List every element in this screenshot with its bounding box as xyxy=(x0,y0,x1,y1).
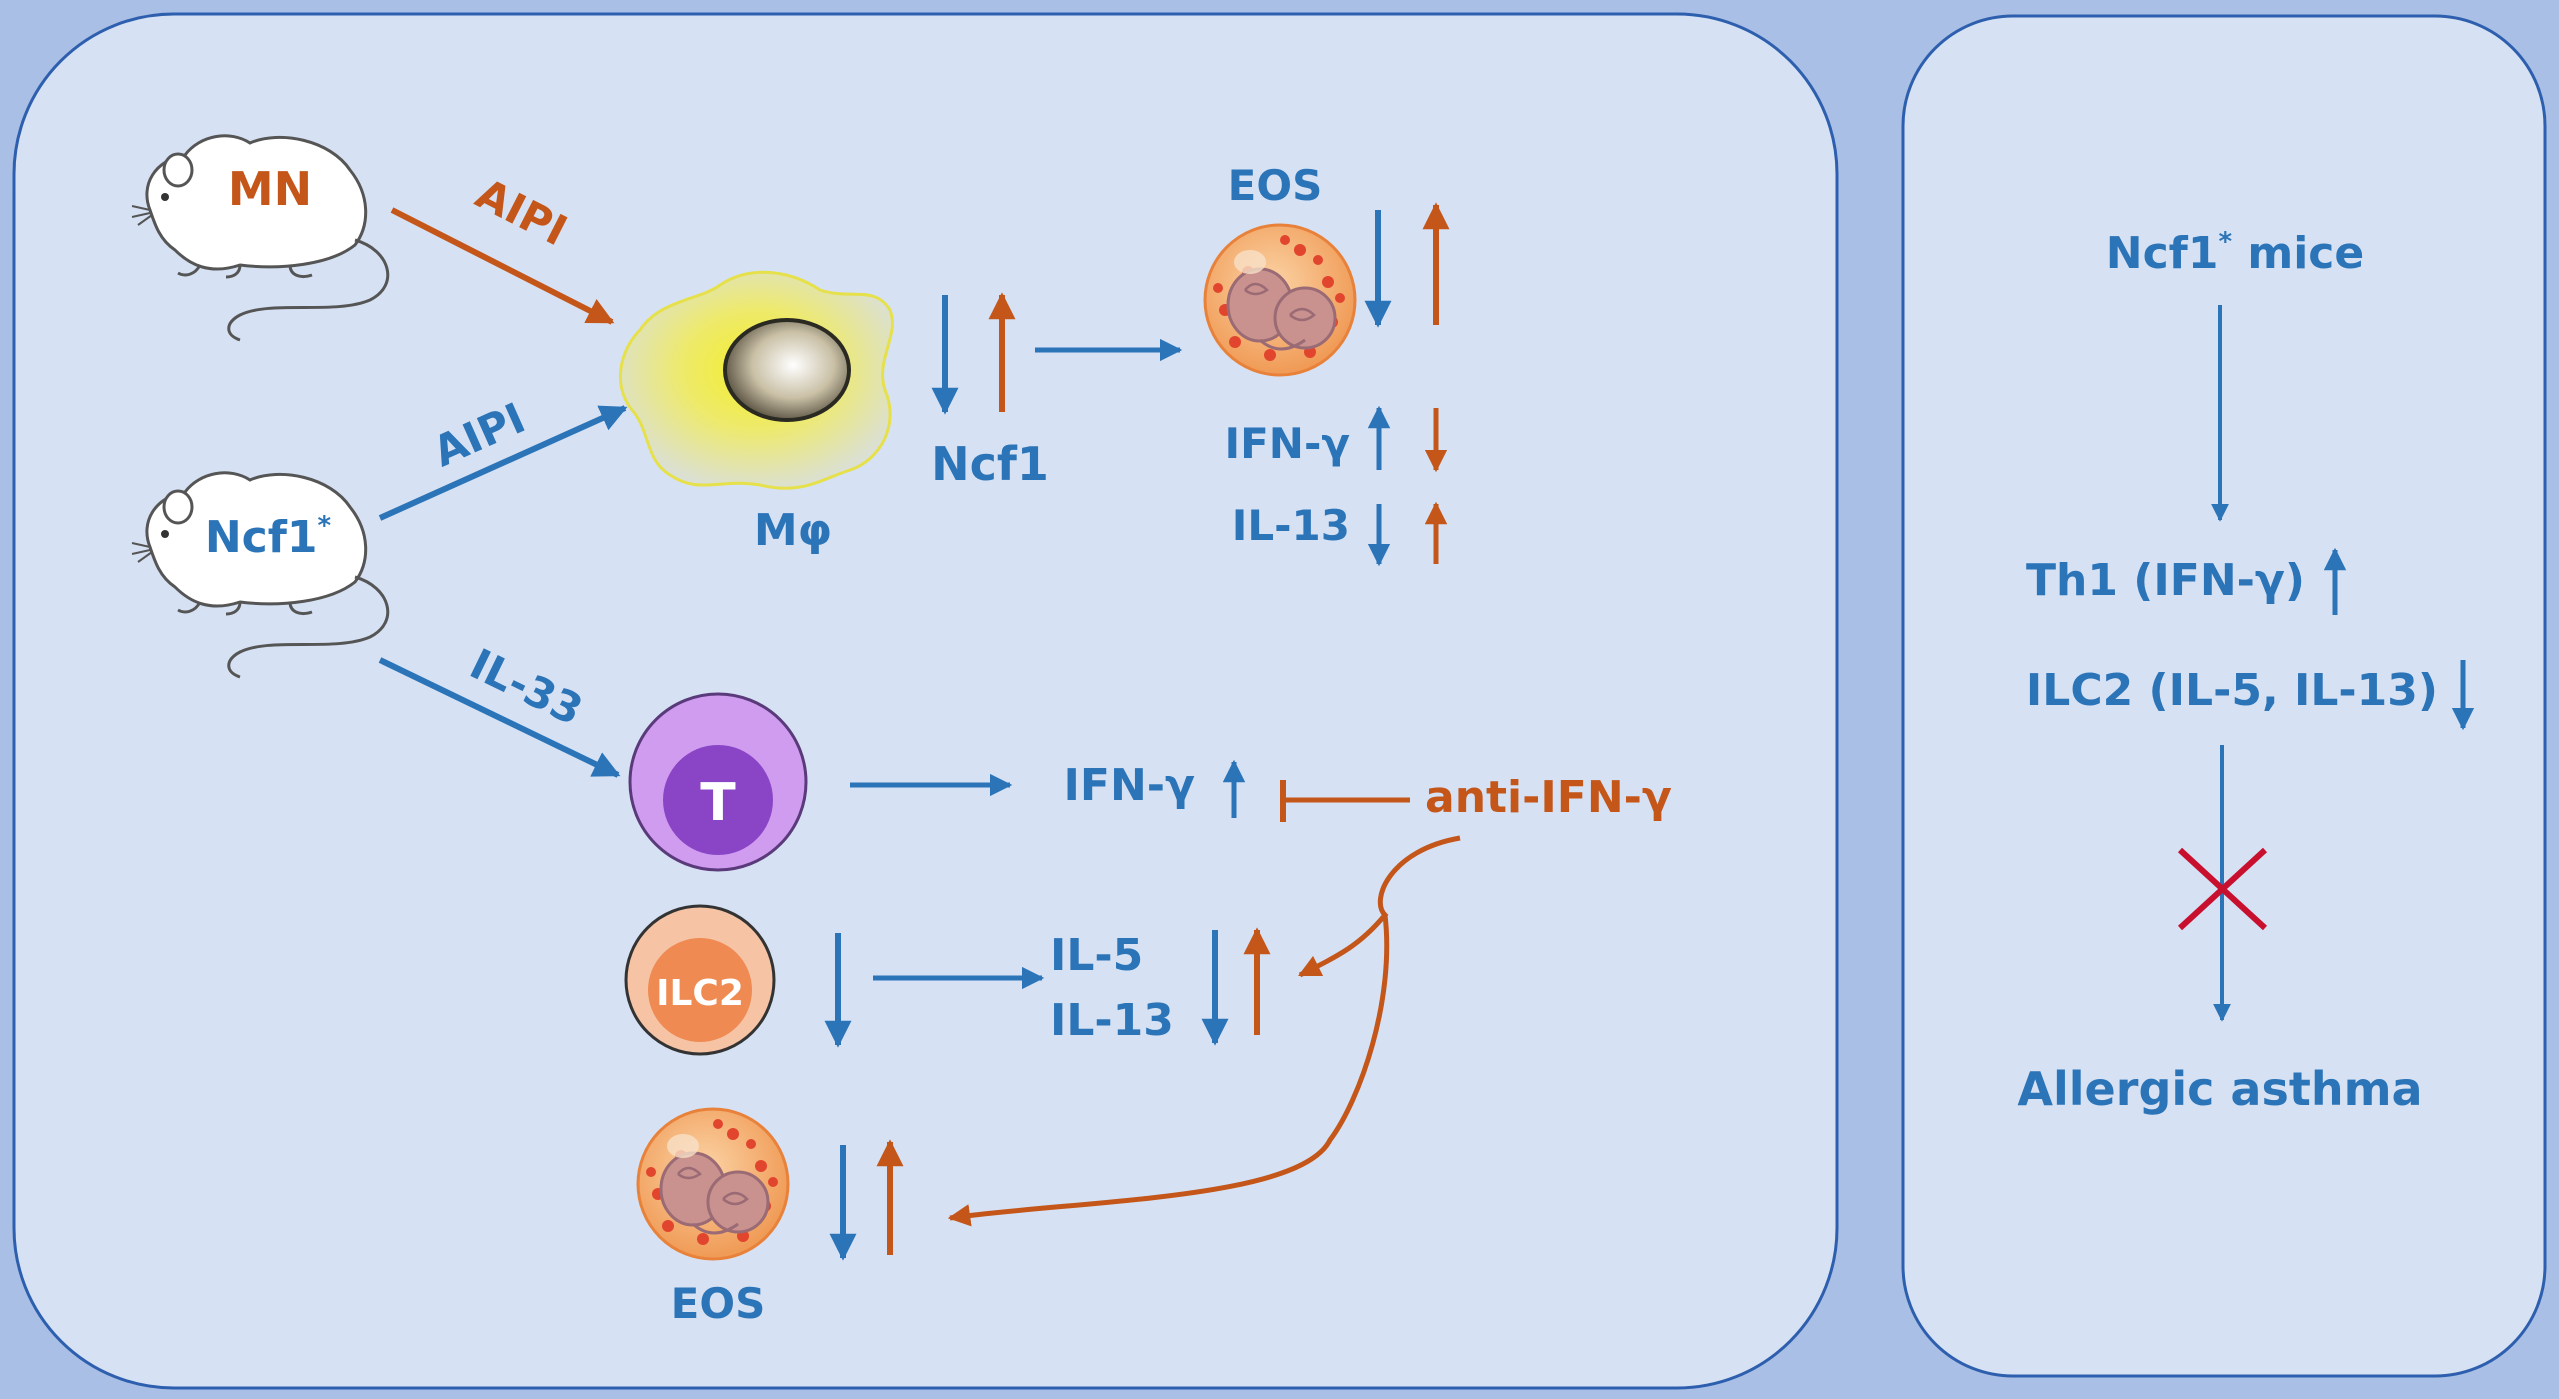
ifng-top-label: IFN-γ xyxy=(1224,419,1350,468)
allergic-asthma-label: Allergic asthma xyxy=(2017,1062,2422,1116)
eosinophil-top-icon xyxy=(1203,223,1357,377)
ilc2-right-label: ILC2 (IL-5, IL-13) xyxy=(2026,665,2438,716)
mouse-mut-label: Ncf1* xyxy=(205,511,332,563)
right-top-label: Ncf1* mice xyxy=(2106,227,2364,279)
eosinophil-bottom-icon xyxy=(636,1107,790,1261)
ifng-t-label: IFN-γ xyxy=(1064,760,1196,811)
left-panel xyxy=(12,12,1839,1390)
anti-ifng-label: anti-IFN-γ xyxy=(1425,772,1672,823)
eos-bottom-label: EOS xyxy=(671,1279,766,1328)
il13-top-label: IL-13 xyxy=(1232,501,1350,550)
macrophage-cell-icon xyxy=(618,270,894,490)
anti-ifng-to-ilc2-arrow xyxy=(1297,835,1461,978)
t-cell-label: T xyxy=(700,773,736,833)
aipi-wt-arrow xyxy=(390,207,615,325)
ncf1-label: Ncf1 xyxy=(931,437,1049,491)
mouse-wt-label: MN xyxy=(228,162,312,216)
eos-top-label: EOS xyxy=(1228,161,1323,210)
il33-arrow xyxy=(378,657,621,778)
blocked-cross-icon xyxy=(2177,847,2268,931)
th1-label: Th1 (IFN-γ) xyxy=(2026,555,2305,606)
right-panel xyxy=(1901,14,2547,1378)
macrophage-label: Mφ xyxy=(754,505,832,556)
t-cell-icon xyxy=(628,692,808,872)
aipi-mut-arrow xyxy=(378,405,628,521)
il5-label: IL-5 xyxy=(1050,930,1143,981)
ilc2-cell-icon xyxy=(624,904,776,1056)
anti-ifng-to-eos-arrow xyxy=(947,914,1390,1227)
ilc2-cell-label: ILC2 xyxy=(656,973,744,1014)
il13-mid-label: IL-13 xyxy=(1050,995,1174,1046)
